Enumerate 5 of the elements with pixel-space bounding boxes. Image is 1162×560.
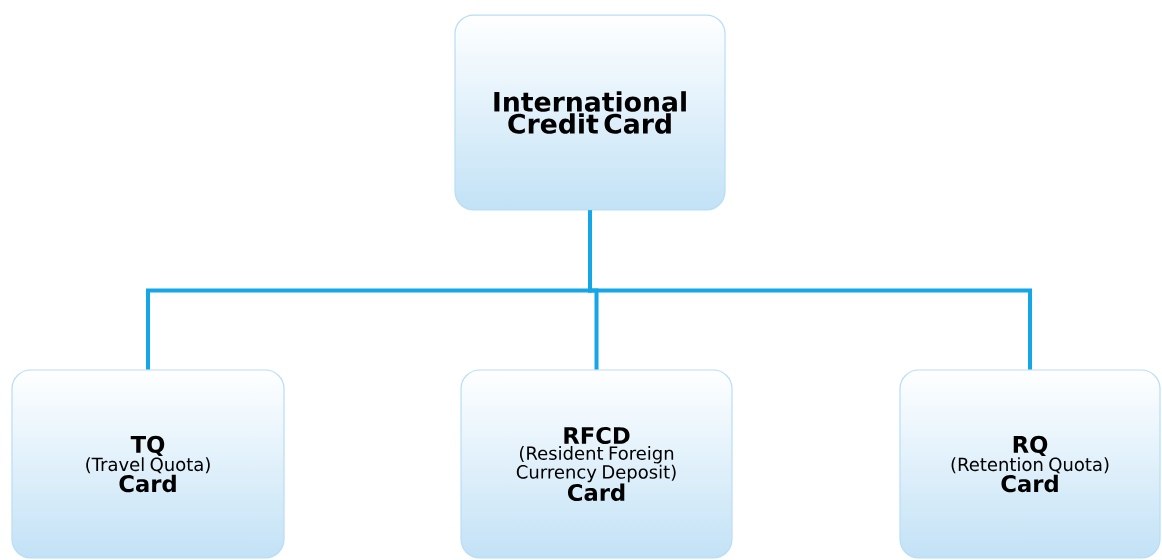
card-box: International Credit Card — [454, 14, 726, 211]
card-box: TQ (Travel Quota) Card — [11, 369, 285, 559]
card-box: RFCD (Resident Foreign Currency Deposit) Card — [460, 369, 733, 559]
connector-line — [588, 210, 1032, 370]
card-box: RQ (Retention Quota) Card — [899, 369, 1161, 559]
